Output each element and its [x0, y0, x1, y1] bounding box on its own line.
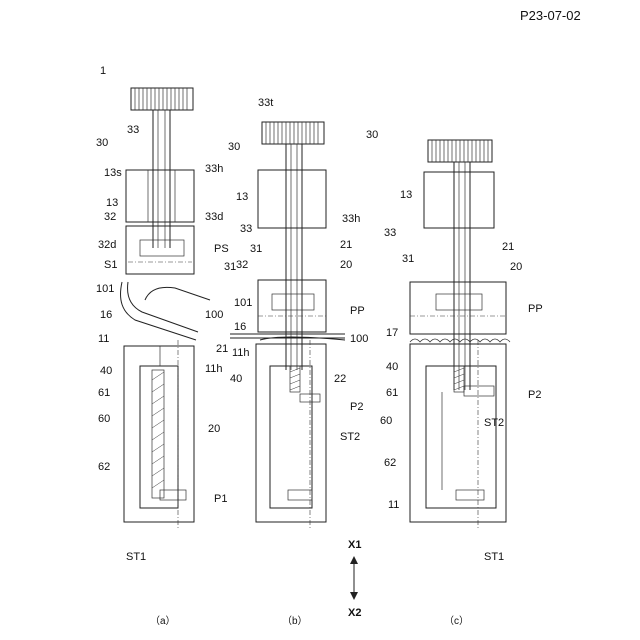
knob-a: [131, 88, 193, 110]
ref-21-a: 21: [216, 343, 228, 355]
ref-33t: 33t: [258, 97, 273, 109]
block-13-a: [126, 170, 194, 222]
ref-11-c: 11: [388, 499, 399, 511]
ref-20-b: 20: [340, 259, 352, 271]
ref-P2-c: P2: [528, 389, 541, 401]
ref-ST1-a: ST1: [126, 551, 146, 563]
ref-40-a: 40: [100, 365, 112, 377]
ref-11-a: 11: [98, 333, 109, 345]
ref-33h-b: 33h: [342, 213, 360, 225]
ref-62-a: 62: [98, 461, 110, 473]
ref-16-a: 16: [100, 309, 112, 321]
caption-a: （a）: [150, 615, 176, 627]
label-x1: X1: [348, 539, 361, 551]
ref-33-a: 33: [127, 124, 139, 136]
ref-20-a: 20: [208, 423, 220, 435]
ref-21-b: 21: [340, 239, 352, 251]
ref-101-b: 101: [234, 297, 252, 309]
ref-13-b: 13: [236, 191, 248, 203]
ref-33-c: 33: [384, 227, 396, 239]
ref-32d: 32d: [98, 239, 116, 251]
ref-13s: 13s: [104, 167, 122, 179]
ref-22: 22: [334, 373, 346, 385]
ref-31-a: 31: [224, 261, 236, 273]
caption-c: （c）: [444, 615, 469, 627]
ref-16-b: 16: [234, 321, 246, 333]
direction-arrow: X1 X2: [348, 539, 361, 619]
ref-PP-b: PP: [350, 305, 365, 317]
ref-61-c: 61: [386, 387, 398, 399]
ref-30-b: 30: [228, 141, 240, 153]
ref-11h-a: 11h: [205, 363, 223, 375]
ref-20-c: 20: [510, 261, 522, 273]
ref-21-c: 21: [502, 241, 514, 253]
ref-31-b: 31: [250, 243, 262, 255]
ref-17: 17: [386, 327, 398, 339]
knob-b: [262, 122, 324, 144]
ref-33d: 33d: [205, 211, 223, 223]
block-32-c: [410, 282, 506, 334]
ref-101-a: 101: [96, 283, 114, 295]
block-32-b: [258, 280, 326, 332]
ref-40-c: 40: [386, 361, 398, 373]
panel-a: 1 30 33 13s 33h 13 33d 32 32d PS S1 31 1…: [96, 65, 236, 627]
housing-11-b: [256, 344, 326, 522]
ref-PP-c: PP: [528, 303, 543, 315]
caption-b: （b）: [282, 615, 308, 627]
housing-11-a: [124, 346, 194, 522]
ref-100-a: 100: [205, 309, 223, 321]
ref-PS: PS: [214, 243, 229, 255]
ref-13-c: 13: [400, 189, 412, 201]
ref-31-c: 31: [402, 253, 414, 265]
ref-S1: S1: [104, 259, 117, 271]
ref-33h-a: 33h: [205, 163, 223, 175]
ref-ST2-c: ST2: [484, 417, 504, 429]
ref-61-a: 61: [98, 387, 110, 399]
ref-30-c: 30: [366, 129, 378, 141]
ref-P2-b: P2: [350, 401, 363, 413]
ref-62-c: 62: [384, 457, 396, 469]
ref-P1: P1: [214, 493, 227, 505]
ref-ST2-b: ST2: [340, 431, 360, 443]
ref-1: 1: [100, 65, 106, 77]
label-x2: X2: [348, 607, 361, 619]
panel-c: 30 13 33 31 21 20 PP 17 40 P2 61 60 ST2 …: [366, 129, 543, 627]
ref-33-b: 33: [240, 223, 252, 235]
ref-ST1-c: ST1: [484, 551, 504, 563]
ref-100-b: 100: [350, 333, 368, 345]
ref-32-a: 32: [104, 211, 116, 223]
ref-60-c: 60: [380, 415, 392, 427]
ref-60-a: 60: [98, 413, 110, 425]
ref-13-a: 13: [106, 197, 118, 209]
ref-32-b: 32: [236, 259, 248, 271]
ref-30-a: 30: [96, 137, 108, 149]
block-13-b: [258, 170, 326, 228]
housing-11-c: [410, 344, 506, 522]
ref-40-b: 40: [230, 373, 242, 385]
ref-11h-b: 11h: [232, 347, 250, 359]
